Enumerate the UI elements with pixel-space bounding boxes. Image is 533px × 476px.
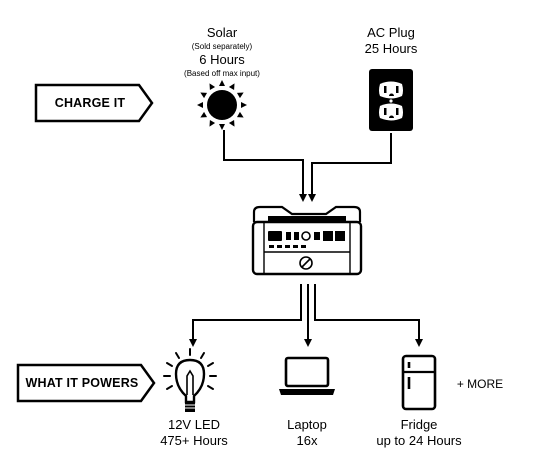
power-station-icon	[251, 205, 363, 276]
led-line2: 475+ Hours	[160, 433, 228, 448]
power-connectors	[189, 284, 423, 347]
led-line1: 12V LED	[167, 417, 221, 432]
fridge-icon	[401, 354, 437, 411]
charge-it-tag	[34, 83, 154, 123]
ac-plug-value: 25 Hours	[364, 41, 418, 56]
laptop-line1: Laptop	[287, 417, 327, 432]
laptop-line2: 16x	[296, 433, 318, 448]
light-bulb-icon	[163, 348, 217, 412]
solar-value: 6 Hours	[199, 52, 245, 67]
solar-note2: (Based off max input)	[184, 69, 260, 78]
solar-note: (Sold separately)	[191, 42, 253, 51]
charge-connectors	[223, 130, 392, 202]
more-label: + MORE	[456, 377, 504, 391]
outlet-icon	[369, 69, 413, 131]
what-it-powers-label: WHAT IT POWERS	[25, 376, 139, 390]
fridge-line2: up to 24 Hours	[376, 433, 462, 448]
sun-icon	[197, 80, 247, 130]
solar-title: Solar	[206, 25, 238, 40]
fridge-line1: Fridge	[400, 417, 438, 432]
laptop-icon	[279, 356, 335, 395]
charge-it-label: CHARGE IT	[54, 96, 126, 110]
ac-plug-title: AC Plug	[367, 25, 415, 40]
what-it-powers-tag	[16, 363, 156, 403]
